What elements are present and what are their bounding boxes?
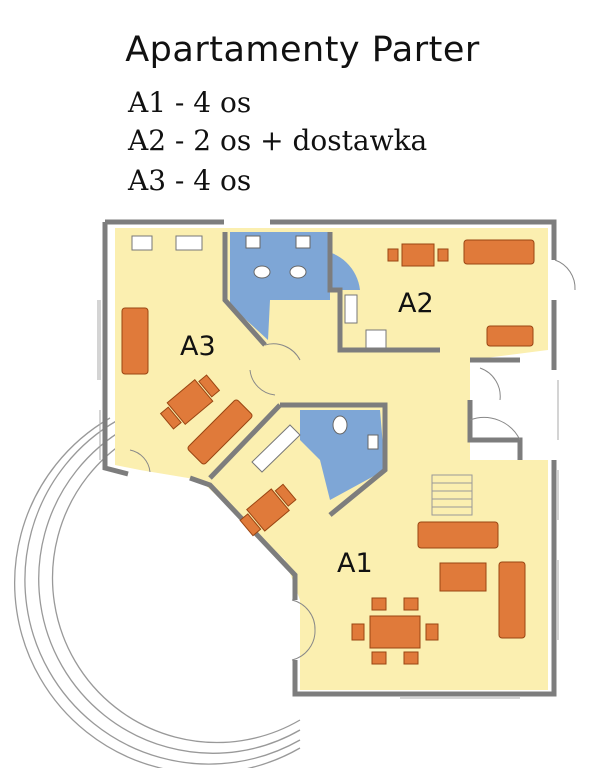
room-label-a1: A1 bbox=[337, 548, 373, 579]
kitchen-a2 bbox=[344, 294, 387, 349]
room-label-a2: A2 bbox=[398, 288, 434, 319]
stairs bbox=[431, 474, 473, 516]
bathroom-middle bbox=[300, 410, 385, 500]
legend-a3: A3 - 4 os bbox=[128, 164, 252, 197]
windows bbox=[97, 300, 559, 699]
plan-title: Apartamenty Parter bbox=[125, 30, 480, 70]
terrace-arc bbox=[13, 417, 301, 768]
furniture bbox=[121, 239, 535, 665]
legend-a2: A2 - 2 os + dostawka bbox=[128, 124, 428, 157]
legend-a1: A1 - 4 os bbox=[128, 86, 252, 119]
kitchen-a3 bbox=[131, 235, 203, 251]
doors bbox=[129, 259, 576, 661]
kitchen-a1 bbox=[251, 424, 301, 473]
room-label-a3: A3 bbox=[180, 331, 216, 362]
